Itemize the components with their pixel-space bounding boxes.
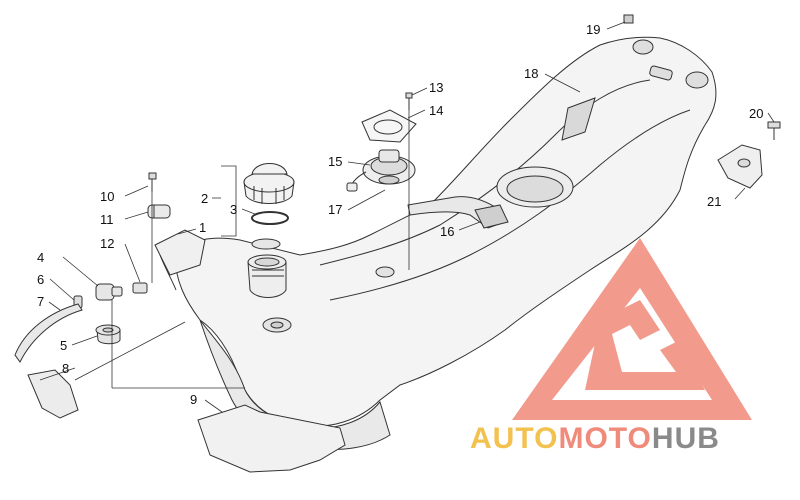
callout-4: 4 xyxy=(37,250,44,265)
callout-18: 18 xyxy=(524,66,538,81)
callout-9: 9 xyxy=(190,392,197,407)
callout-5: 5 xyxy=(60,338,67,353)
callout-3: 3 xyxy=(230,202,237,217)
watermark-moto: MOTO xyxy=(558,422,651,455)
watermark-hub: HUB xyxy=(652,422,720,455)
bracket-21 xyxy=(717,144,763,189)
callout-21: 21 xyxy=(707,194,721,209)
callout-6: 6 xyxy=(37,272,44,287)
grommet-11 xyxy=(147,204,171,219)
callout-12: 12 xyxy=(100,236,114,251)
watermark-auto: AUTO xyxy=(470,422,558,455)
grommet-5 xyxy=(95,324,121,345)
callout-7: 7 xyxy=(37,294,44,309)
filler-neck xyxy=(247,254,287,298)
neck-seal xyxy=(251,238,281,250)
callout-1: 1 xyxy=(199,220,206,235)
cap-gasket xyxy=(251,211,289,225)
callout-14: 14 xyxy=(429,103,443,118)
bolt-10 xyxy=(148,172,157,192)
watermark-logo xyxy=(512,238,752,420)
callout-15: 15 xyxy=(328,154,342,169)
fuel-pump xyxy=(346,149,416,192)
pump-gasket xyxy=(361,109,417,143)
callout-20: 20 xyxy=(749,106,763,121)
fuel-hose xyxy=(407,196,509,229)
valve-4 xyxy=(95,283,123,301)
pad-8 xyxy=(27,369,79,419)
logo-inner-mark-icon xyxy=(585,300,705,390)
bracket-1 xyxy=(154,229,206,291)
callout-19: 19 xyxy=(586,22,600,37)
sensor-12 xyxy=(132,282,148,294)
callout-17: 17 xyxy=(328,202,342,217)
fuel-cap xyxy=(243,163,295,204)
watermark-text: AUTOMOTOHUB xyxy=(470,422,720,455)
logo-triangle-icon xyxy=(512,238,752,420)
callout-2: 2 xyxy=(201,191,208,206)
callout-8: 8 xyxy=(62,361,69,376)
callout-13: 13 xyxy=(429,80,443,95)
nut-19 xyxy=(623,14,634,24)
callout-labels: 1 2 3 4 5 6 7 8 9 10 11 12 13 14 15 16 1… xyxy=(37,22,763,407)
hose-7 xyxy=(14,303,83,363)
bolt-20 xyxy=(767,121,781,140)
callout-10: 10 xyxy=(100,189,114,204)
pad-9 xyxy=(197,404,346,473)
bolt-13 xyxy=(405,92,413,110)
callout-16: 16 xyxy=(440,224,454,239)
callout-11: 11 xyxy=(100,212,114,227)
leader-lines xyxy=(39,21,775,413)
